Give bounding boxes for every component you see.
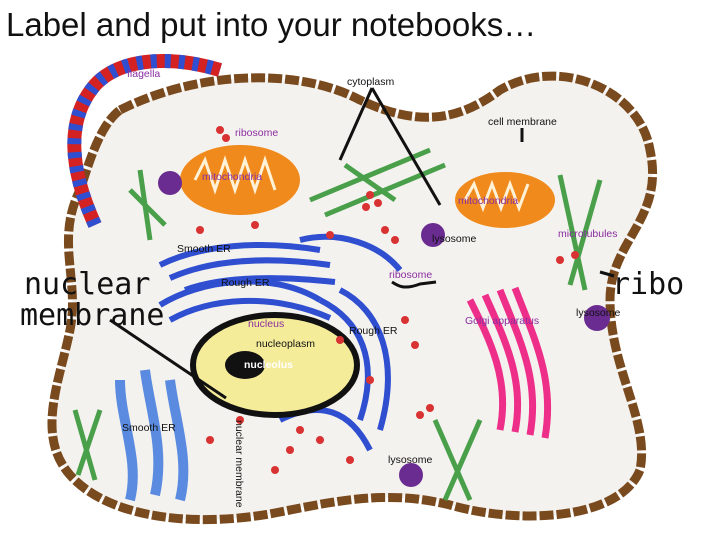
- golgi-apparatus-label: Golgi apparatus: [465, 315, 539, 327]
- nucleolus-body: [225, 351, 265, 379]
- vacuole-left: [158, 171, 182, 195]
- mitochondria-left-label: mitochondria: [202, 171, 262, 183]
- lysosome-right-label: lysosome: [576, 307, 621, 319]
- flagella-label: flagella: [127, 68, 160, 80]
- handwritten-membrane: membrane: [20, 298, 165, 333]
- microtubule-bottom: [432, 418, 483, 502]
- slide-title: Label and put into your notebooks…: [6, 6, 537, 43]
- rough-er-top-label: Rough ER: [221, 277, 270, 289]
- lysosome-bottom-label: lysosome: [388, 454, 433, 466]
- golgi-apparatus-shape: [466, 286, 552, 439]
- lysosome-top-label: lysosome: [432, 233, 477, 245]
- ribosome-mid-label: ribosome: [389, 269, 432, 281]
- nuclear-membrane-vertical-label: nuclear membrane: [233, 420, 245, 508]
- flagella-structure: [67, 54, 223, 228]
- microtubules-label: microtubules: [558, 228, 618, 240]
- cell-membrane-label: cell membrane: [488, 116, 557, 128]
- microtubule-lower-left: [72, 409, 103, 481]
- handwritten-ribo: ribo: [612, 267, 684, 302]
- nucleus-label: nucleus: [248, 318, 284, 330]
- microtubule-left: [128, 169, 167, 241]
- rough-er-mid-label: Rough ER: [349, 325, 398, 337]
- mitochondria-right-label: mitochondria: [458, 195, 518, 207]
- smooth-er-bottom: [115, 369, 189, 502]
- ribosome-top-label: ribosome: [235, 127, 278, 139]
- nuclear-envelope: [190, 312, 360, 418]
- pointer-lines: [109, 87, 615, 400]
- rough-er: [158, 233, 403, 452]
- lysosome-bottom: [399, 463, 423, 487]
- handwritten-nuclear: nuclear: [24, 267, 150, 302]
- nucleoplasm-label: nucleoplasm: [256, 338, 315, 350]
- microtubule-top: [309, 147, 446, 218]
- mitochondrion-left: [180, 145, 300, 215]
- microtubule-right: [557, 174, 603, 291]
- cytoplasm-label: cytoplasm: [347, 76, 395, 88]
- mitochondrion-right-cristae: [463, 179, 530, 213]
- smooth-er-bottom-label: Smooth ER: [122, 422, 176, 434]
- smooth-er-top-label: Smooth ER: [177, 243, 231, 255]
- nucleolus-label: nucleolus: [244, 359, 293, 371]
- lysosome-top: [421, 223, 445, 247]
- mitochondrion-left-cristae: [193, 155, 277, 195]
- lysosome-right: [584, 305, 610, 331]
- ribosomes: [196, 126, 579, 474]
